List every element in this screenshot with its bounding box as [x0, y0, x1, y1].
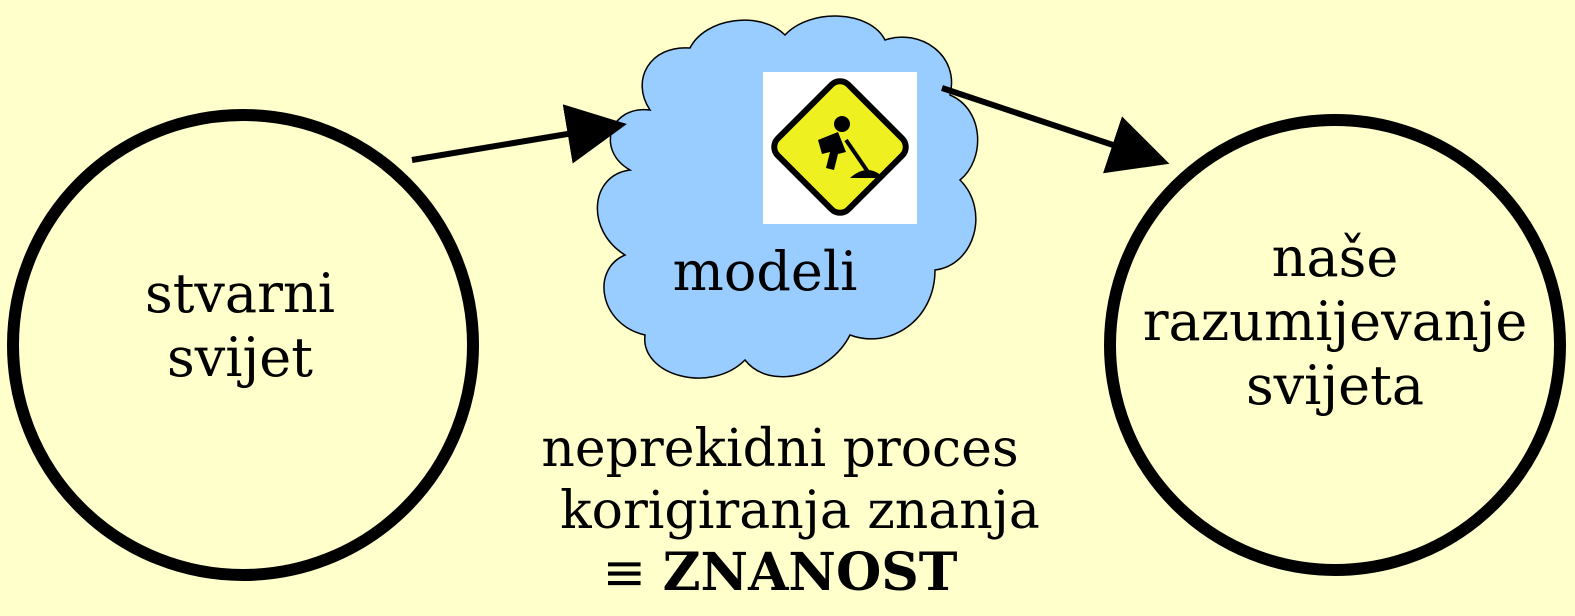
process-line-2: korigiranja znanja — [560, 481, 1040, 541]
science-word: ZNANOST — [662, 542, 958, 603]
understanding-line-1: naše — [1271, 226, 1399, 289]
understanding-circle — [1104, 114, 1566, 576]
arrow-world-to-models — [411, 104, 627, 164]
real-world-line-2: svijet — [167, 326, 313, 389]
process-line-3: ≡ ZNANOST — [470, 542, 1090, 604]
process-caption: neprekidni proces korigiranja znanja ≡ Z… — [470, 418, 1090, 604]
models-label: modeli — [630, 240, 900, 304]
real-world-circle — [7, 109, 479, 581]
real-world-line-1: stvarni — [145, 262, 335, 325]
understanding-label: naše razumijevanje svijeta — [1120, 226, 1550, 418]
worker-digging-sign-icon — [763, 72, 917, 224]
understanding-line-3: svijeta — [1245, 354, 1425, 417]
understanding-line-2: razumijevanje — [1142, 290, 1528, 353]
real-world-label: stvarni svijet — [90, 262, 390, 390]
equivalence-symbol: ≡ — [602, 543, 647, 603]
process-line-1: neprekidni proces — [541, 419, 1019, 479]
arrow-models-to-understanding — [941, 85, 1170, 174]
models-text: modeli — [672, 240, 858, 303]
